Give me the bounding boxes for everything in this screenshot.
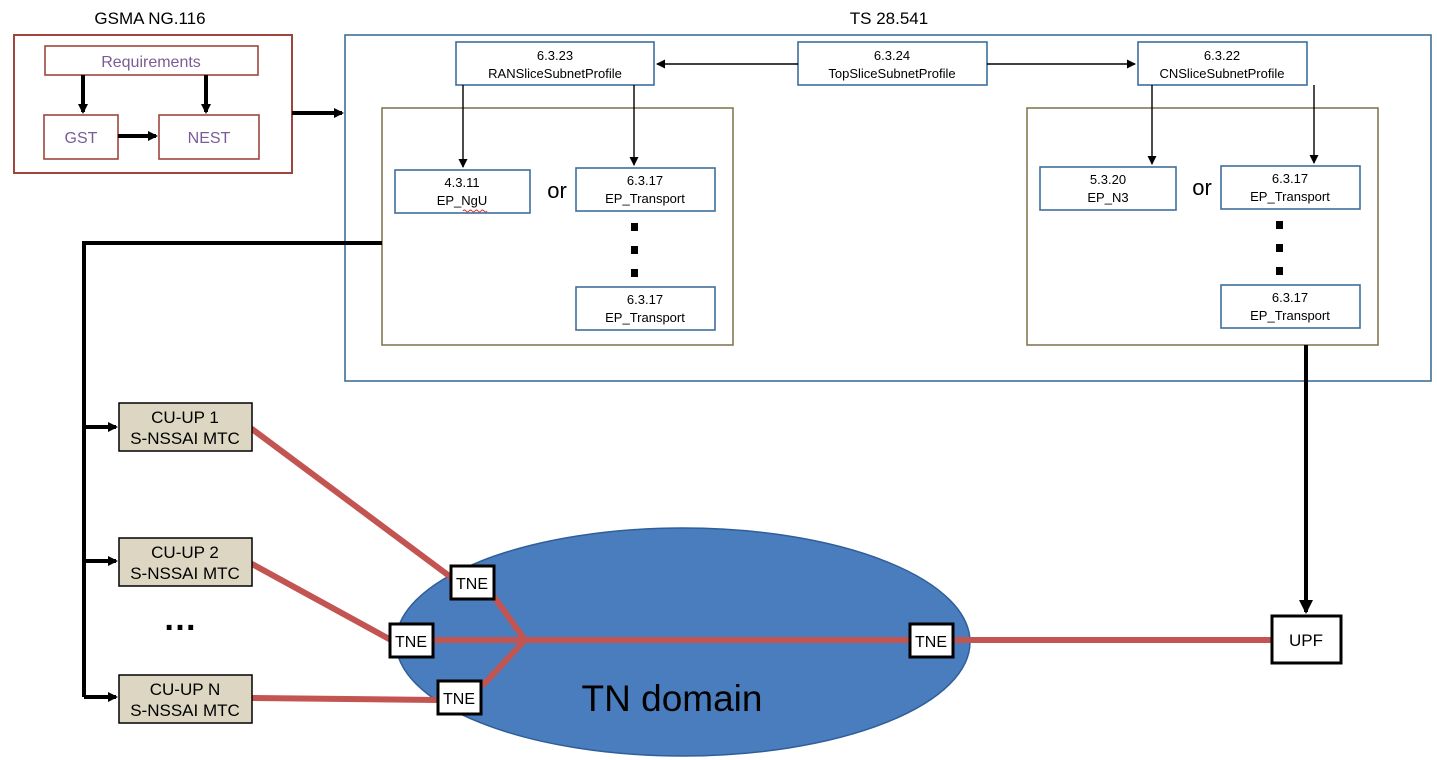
tn-domain-label: TN domain [582, 678, 763, 719]
top-profile-number: 6.3.24 [874, 48, 910, 63]
ran-ep-transport-box-2 [575, 286, 716, 331]
cu-up-1-line2: S-NSSAI MTC [130, 429, 240, 448]
gst-box [43, 114, 119, 160]
cn-vertical-dot-1 [1276, 221, 1283, 229]
ran-ep-transport-box-1 [575, 167, 716, 212]
nest-label: NEST [188, 130, 231, 147]
cu-up-2-line2: S-NSSAI MTC [130, 564, 240, 583]
top-slice-subnet-profile-box [797, 41, 988, 86]
cn-ep-transport-name-1: EP_Transport [1250, 189, 1330, 204]
cu-up-ellipsis: … [163, 600, 197, 638]
ran-slice-subnet-profile-box [455, 41, 655, 86]
gsma-title: GSMA NG.116 [94, 9, 205, 28]
tne-node-left-label: TNE [395, 634, 427, 651]
ran-or-label: or [547, 178, 567, 203]
link-branch-upper [489, 591, 528, 643]
cn-vertical-dot-2 [1276, 244, 1283, 252]
ran-vertical-dot-1 [631, 223, 638, 231]
ran-ep-transport-number-2: 6.3.17 [627, 292, 663, 307]
requirements-box [44, 45, 259, 76]
cn-profile-number: 6.3.22 [1204, 48, 1240, 63]
transport-links [249, 426, 1275, 703]
ts-title: TS 28.541 [850, 9, 928, 28]
link-branch-lower [481, 637, 528, 687]
cn-ep-transport-number-1: 6.3.17 [1272, 171, 1308, 186]
requirements-label: Requirements [101, 54, 201, 71]
tne-node-bottom [436, 679, 483, 716]
spellcheck-underline [462, 209, 488, 213]
tne-node-right-label: TNE [915, 634, 947, 651]
link-cu-up-2 [249, 561, 394, 643]
ran-ep-ngu-name: EP_NgU [437, 193, 488, 208]
tne-node-top-label: TNE [456, 576, 488, 593]
cn-ep-transport-box-1 [1220, 165, 1361, 210]
top-profile-name: TopSliceSubnetProfile [828, 66, 955, 81]
nest-box [158, 114, 260, 160]
ran-ep-transport-number-1: 6.3.17 [627, 173, 663, 188]
ran-ep-transport-name-2: EP_Transport [605, 310, 685, 325]
cn-or-label: or [1192, 175, 1212, 200]
cn-ep-n3-name: EP_N3 [1087, 190, 1128, 205]
cu-up-1-box [118, 402, 253, 452]
ran-profile-number: 6.3.23 [537, 48, 573, 63]
cn-profile-name: CNSliceSubnetProfile [1159, 66, 1284, 81]
ran-vertical-dot-3 [631, 269, 638, 277]
cu-up-2-line1: CU-UP 2 [151, 543, 219, 562]
link-cu-up-n [249, 695, 441, 703]
tne-node-left [388, 622, 435, 659]
cn-vertical-dot-3 [1276, 267, 1283, 275]
cn-ep-transport-name-2: EP_Transport [1250, 308, 1330, 323]
cu-up-2-box [118, 537, 253, 587]
gst-label: GST [65, 130, 98, 147]
ran-to-cu-up-bus [82, 241, 382, 697]
cn-ep-transport-box-2 [1220, 284, 1361, 329]
ran-profile-name: RANSliceSubnetProfile [488, 66, 622, 81]
ran-ep-ngu-number: 4.3.11 [444, 175, 479, 190]
tne-node-top [449, 564, 496, 601]
link-cu-up-1 [249, 426, 455, 581]
cn-ep-n3-number: 5.3.20 [1090, 172, 1126, 187]
ran-ep-transport-name-1: EP_Transport [605, 191, 685, 206]
tne-node-right [908, 622, 955, 659]
cn-slice-subnet-profile-box [1137, 41, 1308, 86]
ran-vertical-dot-2 [631, 246, 638, 254]
tne-node-bottom-label: TNE [443, 691, 475, 708]
ran-ep-ngu-box [394, 169, 531, 214]
cn-ep-transport-number-2: 6.3.17 [1272, 290, 1308, 305]
cu-up-n-line2: S-NSSAI MTC [130, 701, 240, 720]
cu-up-n-line1: CU-UP N [150, 680, 221, 699]
upf-label: UPF [1289, 631, 1323, 650]
cn-ep-n3-box [1039, 166, 1177, 211]
cu-up-n-box [118, 674, 253, 724]
upf-box [1270, 614, 1343, 665]
cu-up-1-line1: CU-UP 1 [151, 408, 219, 427]
